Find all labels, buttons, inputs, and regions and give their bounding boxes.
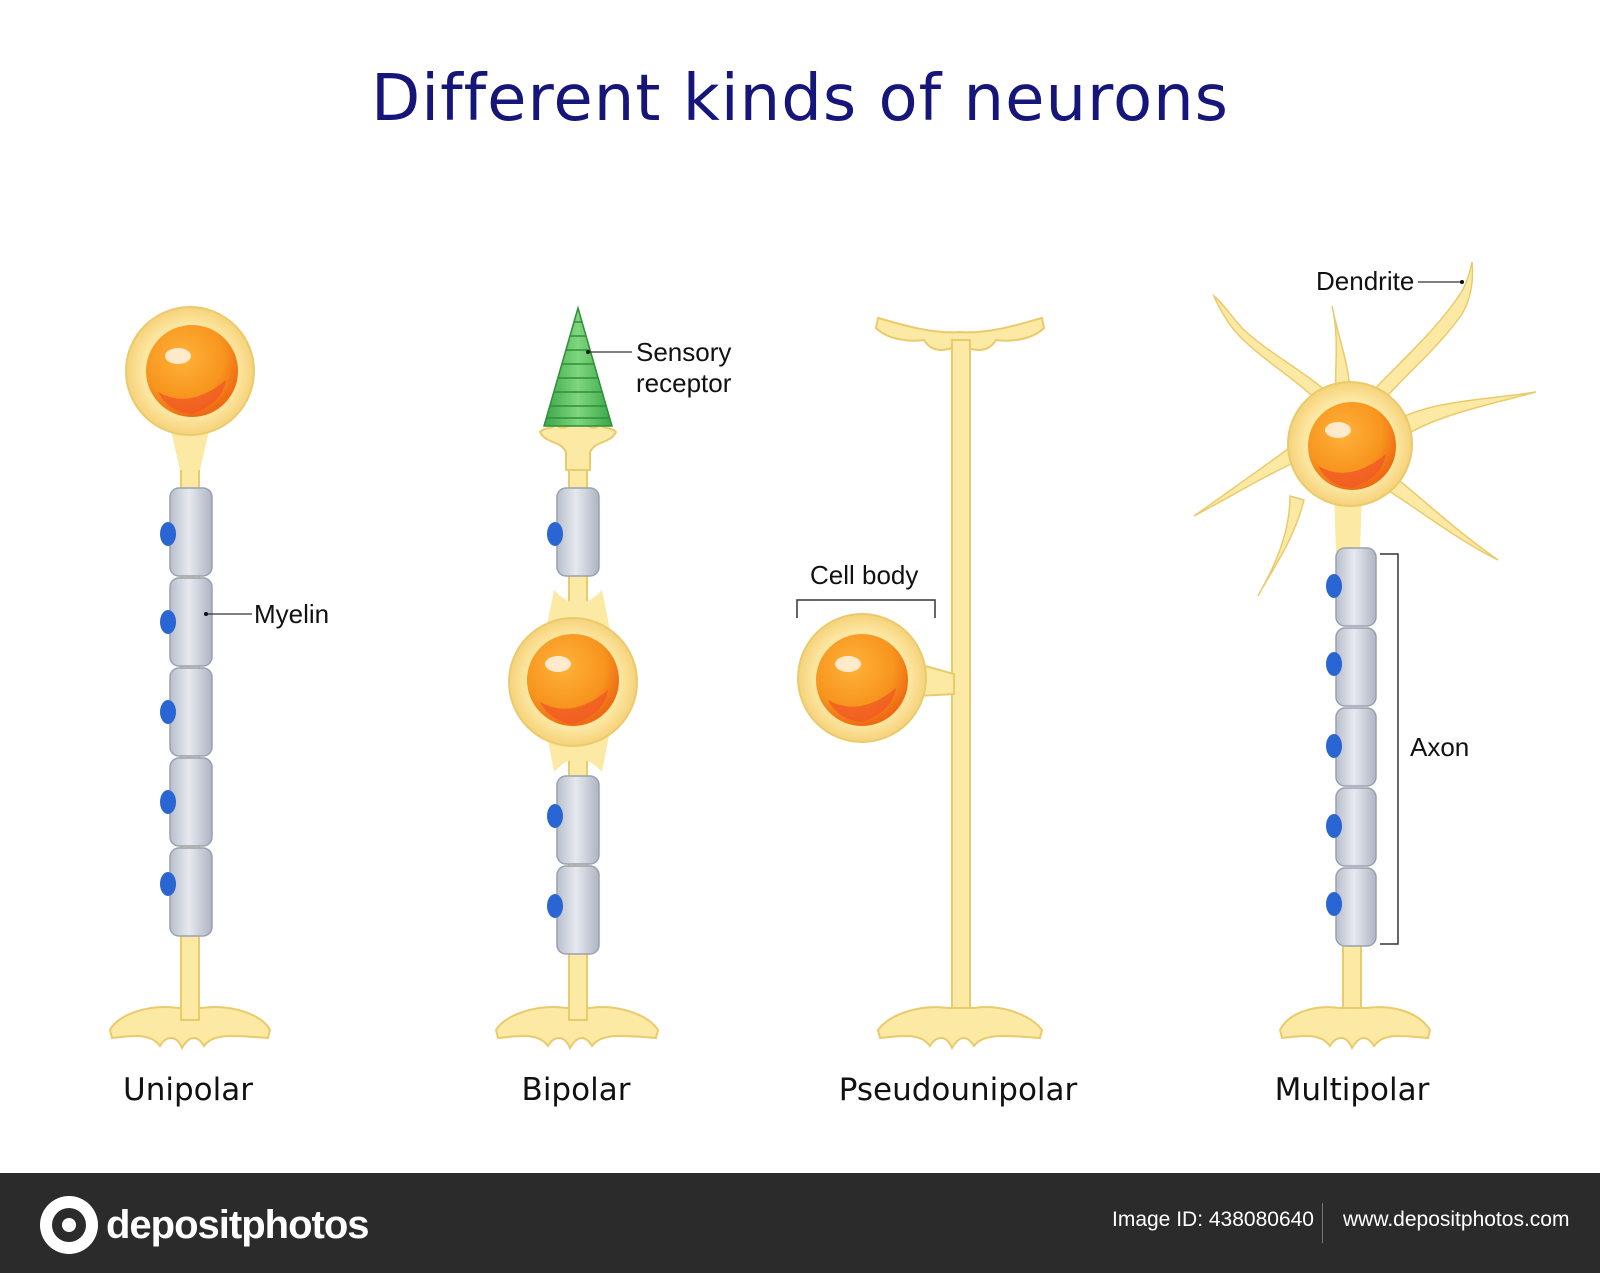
axon-bracket [1380, 553, 1399, 945]
bipolar-myelin-upper [547, 487, 600, 577]
dendrite-label: Dendrite [1316, 266, 1415, 296]
pseudounipolar-neuron [796, 316, 1046, 1051]
page-title: Different kinds of neurons [371, 62, 1229, 136]
multipolar-terminal [1278, 1006, 1432, 1051]
multipolar-myelin [1326, 547, 1377, 947]
pseudounipolar-label: Pseudounipolar [838, 1072, 1078, 1108]
multipolar-label: Multipolar [1274, 1072, 1430, 1108]
camera-lens-icon [40, 1196, 98, 1254]
pseudounipolar-terminal [876, 1006, 1044, 1051]
image-id: Image ID: 438080640 [1112, 1208, 1314, 1231]
myelin-label: Myelin [254, 599, 330, 629]
footer-bar: depositphotos Image ID: 438080640 www.de… [0, 1173, 1600, 1273]
sensory-receptor [543, 305, 613, 427]
brand-logo[interactable]: depositphotos [40, 1196, 370, 1254]
footer-divider [1322, 1203, 1323, 1243]
brand-name: depositphotos [106, 1202, 370, 1247]
sensory-receptor-label-line2: receptor [636, 368, 732, 398]
unipolar-label: Unipolar [123, 1072, 253, 1108]
unipolar-myelin [160, 487, 213, 937]
site-url[interactable]: www.depositphotos.com [1343, 1208, 1570, 1231]
bipolar-label: Bipolar [521, 1072, 631, 1108]
multipolar-neuron [1193, 261, 1537, 1051]
unipolar-neuron [108, 306, 272, 1051]
unipolar-terminal [108, 1006, 272, 1051]
cell-body-bracket [796, 599, 936, 618]
sensory-receptor-label-line1: Sensory [636, 337, 732, 367]
axon-label: Axon [1410, 732, 1470, 762]
neuron-diagram [108, 261, 1537, 1051]
bipolar-terminal [494, 1006, 660, 1051]
sensory-receptor-label: Sensory receptor [636, 337, 731, 399]
bipolar-neuron [494, 305, 660, 1051]
cell-body-label: Cell body [810, 560, 919, 590]
bipolar-myelin-lower [547, 775, 600, 955]
